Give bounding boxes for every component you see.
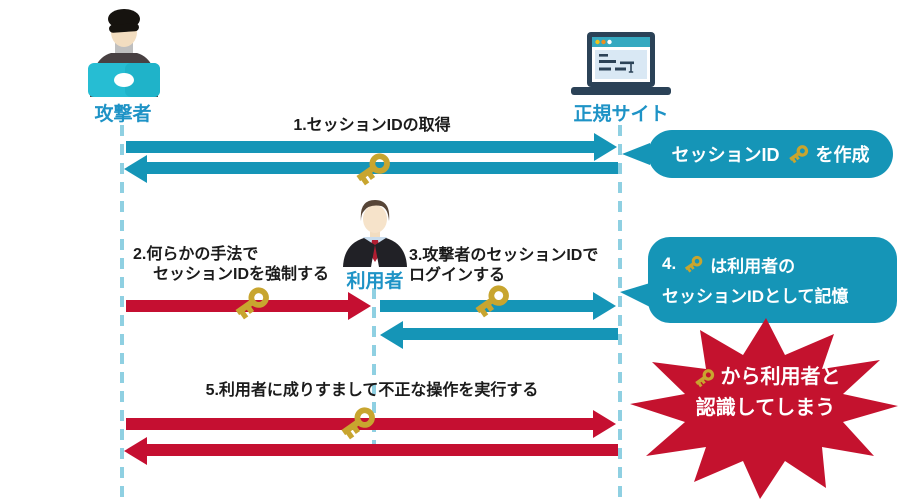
site-label: 正規サイト — [573, 104, 669, 125]
key-icon — [694, 368, 714, 387]
key-icon — [356, 153, 390, 186]
callout-create-before: セッションID — [671, 145, 780, 165]
key-icon — [235, 287, 269, 320]
callout-remember-line1-before: 4. — [662, 254, 677, 273]
attacker-lifeline — [120, 125, 124, 497]
key-icon — [788, 145, 808, 164]
user-lifeline — [372, 288, 376, 458]
callout-session-created: セッションID を作成 — [622, 130, 893, 178]
step2-label: 2.何らかの手法で セッションIDを強制する — [133, 245, 329, 285]
callout-remember-line2: セッションIDとして記憶 — [662, 286, 849, 306]
arrow-step5-response-head — [124, 437, 147, 465]
arrow-step3-response — [403, 328, 618, 340]
arrow-step1-response-head — [124, 155, 147, 183]
arrow-step5-response — [147, 444, 618, 456]
step3-line1: 3.攻撃者のセッションIDで — [409, 247, 599, 264]
callout-create-after: を作成 — [815, 145, 870, 165]
callout-tail — [622, 143, 650, 165]
burst-line2: 認識してしまう — [695, 397, 836, 419]
key-icon — [475, 285, 509, 318]
arrow-step1-request-head — [594, 133, 617, 161]
callout-remember-line1-after: は利用者の — [710, 256, 796, 276]
arrow-step1-request — [126, 141, 594, 153]
key-icon — [341, 407, 375, 440]
user-label: 利用者 — [346, 271, 404, 292]
burst-text: から利用者と 認識してしまう — [648, 362, 883, 424]
step3-label: 3.攻撃者のセッションIDで ログインする — [409, 246, 598, 286]
burst-line1: から利用者と — [720, 366, 841, 388]
site-browser-icon — [571, 32, 671, 95]
step2-line1: 2.何らかの手法で — [133, 246, 259, 263]
step2-line2: セッションIDを強制する — [153, 266, 330, 283]
arrow-step2 — [126, 300, 348, 312]
arrow-step2-head — [348, 292, 371, 320]
key-icon — [685, 255, 703, 273]
attacker-icon — [88, 9, 160, 97]
arrow-step5-attack-head — [593, 410, 616, 438]
arrow-step3-response-head — [380, 321, 403, 349]
site-lifeline — [618, 125, 622, 497]
step5-label: 5.利用者に成りすまして不正な操作を実行する — [205, 382, 539, 399]
callout-session-remembered: 4. は利用者の セッションIDとして記憶 — [620, 237, 897, 323]
burst-shape — [630, 318, 898, 499]
step1-label: 1.セッションIDの取得 — [293, 117, 451, 134]
step3-line2: ログインする — [409, 267, 506, 284]
callout-tail — [620, 283, 650, 307]
user-icon — [343, 200, 407, 267]
attacker-label: 攻撃者 — [94, 104, 152, 125]
arrow-step3-login-head — [593, 292, 616, 320]
